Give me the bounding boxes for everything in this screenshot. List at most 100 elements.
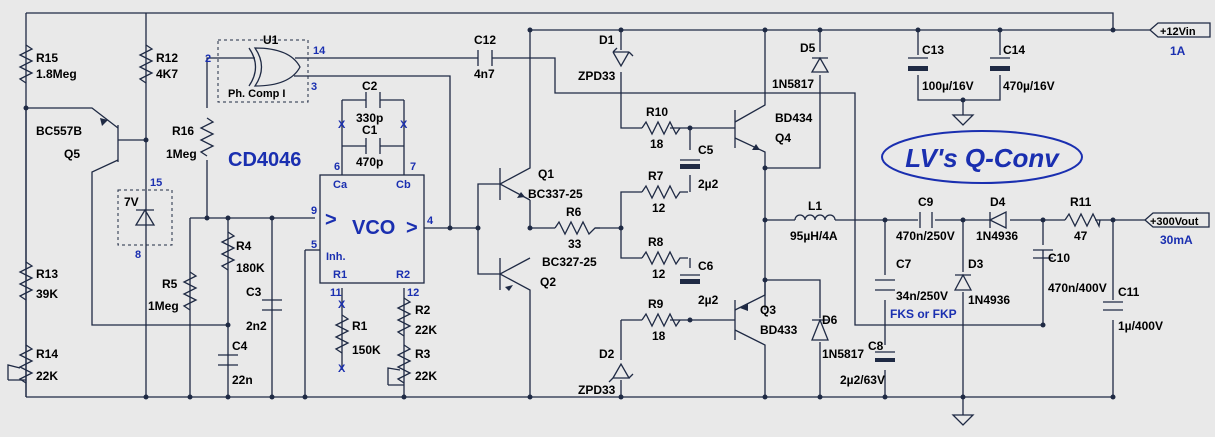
- svg-text:470n/400V: 470n/400V: [1048, 281, 1107, 295]
- svg-text:BC557B: BC557B: [36, 124, 82, 138]
- title-badge: LV's Q-Conv: [881, 130, 1083, 184]
- wires: [25, 12, 1150, 415]
- R12-symbol: [138, 44, 154, 84]
- svg-text:C3: C3: [246, 285, 262, 299]
- C11-symbol: [1103, 301, 1123, 311]
- u1-phase-comparator: 2 14 3 U1 Ph. Comp I: [205, 33, 326, 103]
- svg-text:R5: R5: [162, 277, 178, 291]
- svg-text:22K: 22K: [415, 323, 437, 337]
- svg-text:470µ/16V: 470µ/16V: [1003, 79, 1055, 93]
- svg-text:Cb: Cb: [396, 179, 411, 191]
- svg-text:1N5817: 1N5817: [822, 347, 864, 361]
- svg-text:C12: C12: [474, 33, 496, 47]
- svg-text:7: 7: [410, 161, 416, 173]
- svg-text:R1: R1: [333, 269, 347, 281]
- L1-symbol: [794, 214, 836, 221]
- svg-text:22K: 22K: [36, 369, 58, 383]
- vco-block: VCO > > Ca Cb Inh. R1 R2 6 7 9 4 5 11 12: [311, 161, 434, 299]
- svg-text:D4: D4: [990, 195, 1006, 209]
- svg-text:C6: C6: [698, 259, 714, 273]
- D1-symbol: [612, 47, 634, 68]
- svg-text:D2: D2: [599, 347, 615, 361]
- svg-text:C4: C4: [232, 339, 248, 353]
- svg-text:22K: 22K: [415, 369, 437, 383]
- R1-symbol: [334, 314, 350, 354]
- svg-text:Ca: Ca: [333, 179, 348, 191]
- svg-text:180K: 180K: [236, 261, 265, 275]
- svg-text:X: X: [338, 119, 346, 131]
- svg-text:330p: 330p: [356, 111, 383, 125]
- svg-text:11: 11: [330, 287, 342, 299]
- svg-text:R2: R2: [415, 303, 431, 317]
- svg-text:X: X: [400, 119, 408, 131]
- svg-text:1N4936: 1N4936: [976, 229, 1018, 243]
- svg-text:12: 12: [652, 267, 666, 281]
- D6-symbol: [811, 318, 829, 341]
- svg-text:BD434: BD434: [775, 111, 813, 125]
- capacitors: [218, 50, 1123, 366]
- R11-symbol: [1064, 212, 1101, 229]
- svg-text:47: 47: [1074, 229, 1088, 243]
- svg-text:Q1: Q1: [538, 167, 554, 181]
- R7-symbol: [641, 184, 688, 200]
- svg-text:2µ2/63V: 2µ2/63V: [840, 373, 885, 387]
- svg-text:C14: C14: [1003, 43, 1025, 57]
- svg-text:R16: R16: [172, 124, 194, 138]
- svg-text:D5: D5: [800, 41, 816, 55]
- svg-text:100µ/16V: 100µ/16V: [922, 79, 974, 93]
- svg-text:30mA: 30mA: [1160, 233, 1193, 247]
- svg-text:2µ2: 2µ2: [698, 293, 719, 307]
- R13-symbol: [18, 261, 34, 301]
- diodes: [134, 47, 1007, 383]
- svg-text:X: X: [338, 363, 346, 375]
- svg-text:D3: D3: [968, 257, 984, 271]
- svg-text:1Meg: 1Meg: [148, 299, 179, 313]
- C10-symbol: [1033, 249, 1053, 259]
- svg-text:C11: C11: [1118, 285, 1140, 299]
- svg-text:1µ/400V: 1µ/400V: [1118, 319, 1163, 333]
- svg-text:18: 18: [652, 329, 666, 343]
- svg-text:12: 12: [652, 201, 666, 215]
- svg-text:VCO: VCO: [352, 217, 395, 239]
- svg-text:1.8Meg: 1.8Meg: [36, 67, 77, 81]
- u1-name: Ph. Comp I: [228, 88, 285, 100]
- svg-text:9: 9: [311, 205, 317, 217]
- svg-text:34n/250V: 34n/250V: [896, 289, 948, 303]
- svg-text:L1: L1: [808, 199, 822, 213]
- R15-symbol: [18, 44, 34, 84]
- svg-text:4K7: 4K7: [156, 67, 178, 81]
- svg-text:C10: C10: [1048, 251, 1070, 265]
- svg-text:R14: R14: [36, 347, 58, 361]
- C4-symbol: [218, 354, 238, 366]
- svg-text:2: 2: [205, 53, 211, 65]
- svg-text:R11: R11: [1070, 195, 1092, 209]
- svg-text:1Meg: 1Meg: [166, 147, 197, 161]
- svg-text:C9: C9: [918, 195, 934, 209]
- svg-text:1N5817: 1N5817: [772, 77, 814, 91]
- svg-text:X: X: [338, 299, 346, 311]
- svg-text:470p: 470p: [356, 155, 383, 169]
- svg-text:R6: R6: [566, 205, 582, 219]
- svg-text:FKS or FKP: FKS or FKP: [890, 307, 957, 321]
- resistors: [7, 44, 1101, 386]
- C3-symbol: [262, 299, 282, 311]
- svg-text:R13: R13: [36, 267, 58, 281]
- C1-symbol: [358, 138, 388, 154]
- svg-text:1A: 1A: [1170, 44, 1186, 58]
- svg-text:Q5: Q5: [64, 147, 80, 161]
- svg-text:R1: R1: [352, 319, 368, 333]
- R8-symbol: [641, 250, 688, 266]
- svg-text:Inh.: Inh.: [326, 251, 346, 263]
- svg-text:C1: C1: [362, 123, 378, 137]
- R9-symbol: [641, 312, 681, 328]
- R3-symbol: [396, 344, 412, 384]
- R10-symbol: [641, 120, 681, 136]
- C12-symbol: [470, 50, 500, 66]
- svg-text:33: 33: [568, 237, 582, 251]
- D2-symbol: [608, 362, 634, 383]
- svg-text:2µ2: 2µ2: [698, 177, 719, 191]
- port-vout: +300Vout 30mA: [1144, 212, 1210, 247]
- svg-text:+300Vout: +300Vout: [1150, 216, 1199, 228]
- svg-text:18: 18: [650, 137, 664, 151]
